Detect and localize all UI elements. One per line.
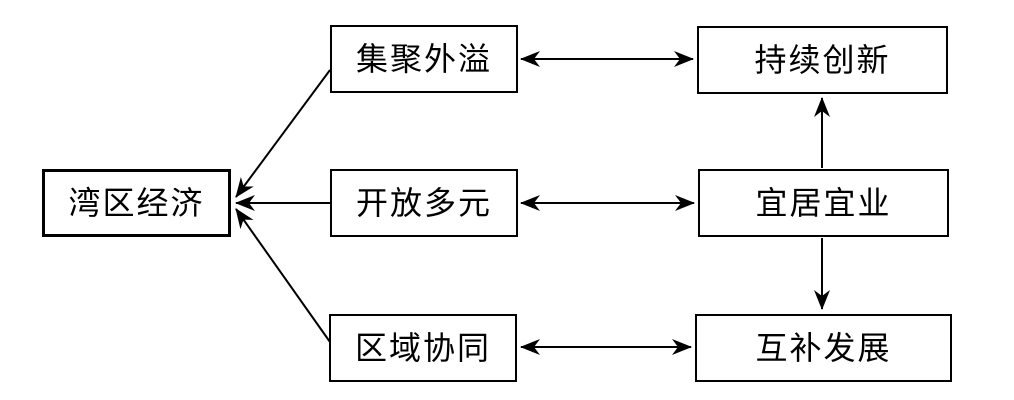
node-livable-workable: 宜居宜业 — [698, 169, 949, 237]
node-regional-coordination: 区域协同 — [329, 314, 517, 382]
node-open-diverse: 开放多元 — [330, 169, 518, 237]
node-agglomeration-spillover: 集聚外溢 — [330, 25, 518, 93]
arrow-agglomeration-to-bay-economy — [235, 69, 331, 198]
node-continuous-innovation: 持续创新 — [697, 26, 948, 94]
arrow-regional-coordination-to-bay-economy — [235, 208, 331, 343]
node-complementary-development: 互补发展 — [695, 314, 952, 382]
node-bay-economy: 湾区经济 — [42, 169, 231, 237]
